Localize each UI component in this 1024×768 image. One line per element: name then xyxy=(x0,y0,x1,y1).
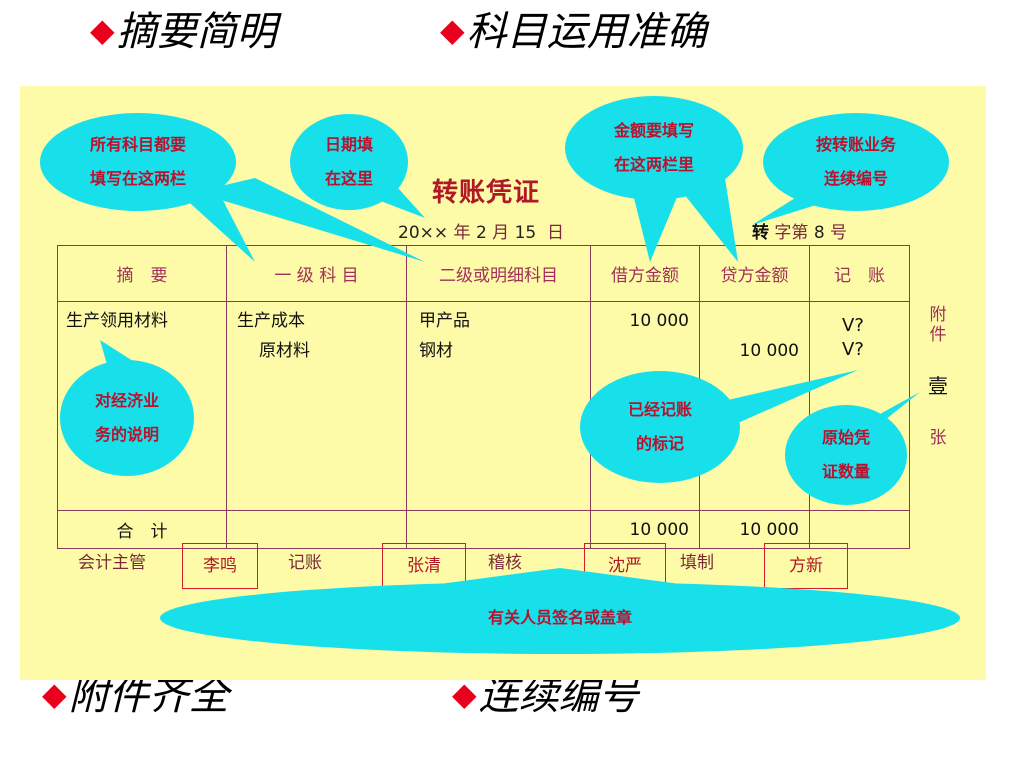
diamond-bullet-icon: ◆ xyxy=(90,11,115,49)
callout-amount: 金额要填写 在这两栏里 xyxy=(565,96,743,200)
callout-date: 日期填 在这里 xyxy=(290,114,408,210)
callout-numbering: 按转账业务 连续编号 xyxy=(763,113,949,211)
callout-text: 对经济业 xyxy=(94,391,159,410)
callout-attachments: 原始凭 证数量 xyxy=(785,405,907,505)
callout-text: 金额要填写 xyxy=(613,121,694,140)
callout-text: 填写在这两栏 xyxy=(89,169,186,188)
diamond-bullet-icon: ◆ xyxy=(440,11,465,49)
diamond-bullet-icon: ◆ xyxy=(42,675,67,713)
heading-text: 摘要简明 xyxy=(116,9,277,55)
date-year: 20×× xyxy=(398,223,449,243)
callout-text: 已经记账 xyxy=(627,400,692,419)
callout-accounts: 所有科目都要 填写在这两栏 xyxy=(40,113,236,211)
posted-checkmark: V? xyxy=(842,315,864,336)
heading-text: 连续编号 xyxy=(478,673,639,719)
date-year-label: 年 xyxy=(453,223,471,243)
signature-role-label: 会计主管 xyxy=(78,553,146,573)
callout-tail xyxy=(632,190,680,262)
empty-cell xyxy=(406,510,591,549)
callout-text: 按转账业务 xyxy=(815,135,896,154)
diamond-bullet-icon: ◆ xyxy=(452,675,477,713)
callout-text: 所有科目都要 xyxy=(89,135,186,154)
heading-concise-summary: ◆摘要简明 xyxy=(90,12,277,52)
heading-accurate-accounts: ◆科目运用准确 xyxy=(440,12,707,52)
voucher-number: 转 字第 8 号 xyxy=(752,218,847,243)
date-day-label: 日 xyxy=(547,223,565,243)
number-label: 字第 xyxy=(774,223,809,243)
empty-cell xyxy=(809,510,910,549)
total-debit: 10 000 xyxy=(590,510,700,549)
signature-role-label: 稽核 xyxy=(488,553,522,573)
callout-posted: 已经记账 的标记 xyxy=(580,371,740,483)
signature-name-box: 李鸣 xyxy=(182,543,258,589)
empty-cell xyxy=(226,510,407,549)
heading-text: 科目运用准确 xyxy=(466,9,707,55)
subaccount-name: 钢材 xyxy=(419,341,453,361)
number-prefix: 转 xyxy=(752,223,769,243)
subaccount-name: 甲产品 xyxy=(419,311,470,331)
callout-text: 在这两栏里 xyxy=(613,155,694,174)
callout-summary: 对经济业 务的说明 xyxy=(60,360,194,476)
voucher-date: 20×× 年 2 月 15 日 xyxy=(398,218,564,243)
voucher-title: 转账凭证 xyxy=(432,178,541,208)
callout-text: 原始凭 xyxy=(821,428,870,447)
second-level-account-cell: 甲产品 钢材 xyxy=(406,301,591,511)
summary-text: 生产领用材料 xyxy=(66,311,168,331)
callout-text: 在这里 xyxy=(324,169,373,188)
debit-amount: 10 000 xyxy=(629,311,689,331)
callout-signers: 有关人员签名或盖章 xyxy=(160,582,960,654)
column-header: 贷方金额 xyxy=(699,245,810,302)
callout-text: 的标记 xyxy=(635,434,684,453)
callout-tail xyxy=(706,370,858,430)
signature-role-label: 记账 xyxy=(288,553,322,573)
credit-amount: 10 000 xyxy=(739,341,799,361)
callout-tail xyxy=(170,185,255,262)
total-row: 合 计 10 000 10 000 xyxy=(57,510,910,549)
signature-role-label: 填制 xyxy=(680,553,714,573)
table-header-row: 摘 要 一 级 科 目 二级或明细科目 借方金额 贷方金额 记 账 xyxy=(57,245,910,302)
attachment-count: 壹 xyxy=(928,374,948,398)
callout-tail xyxy=(676,178,738,262)
callout-tail xyxy=(195,178,425,262)
column-header: 一 级 科 目 xyxy=(226,245,407,302)
column-header: 摘 要 xyxy=(57,245,227,302)
callout-text: 有关人员签名或盖章 xyxy=(487,608,632,627)
number-suffix: 号 xyxy=(830,223,848,243)
first-level-account-cell: 生产成本 原材料 xyxy=(226,301,407,511)
heading-sequential-numbering: ◆连续编号 xyxy=(452,676,639,716)
attachment-unit: 张 xyxy=(929,428,947,448)
callout-text: 日期填 xyxy=(324,135,373,154)
total-credit: 10 000 xyxy=(699,510,810,549)
date-day: 15 xyxy=(514,223,537,243)
column-header: 借方金额 xyxy=(590,245,700,302)
date-month-label: 月 xyxy=(492,223,510,243)
account-name: 生产成本 xyxy=(237,311,305,331)
signature-name-box: 方新 xyxy=(764,543,848,589)
posted-checkmark: V? xyxy=(842,339,864,360)
date-month: 2 xyxy=(475,223,487,243)
total-label: 合 计 xyxy=(57,510,227,549)
callout-text: 连续编号 xyxy=(823,169,888,188)
column-header: 二级或明细科目 xyxy=(406,245,591,302)
heading-complete-attachments: ◆附件齐全 xyxy=(42,676,229,716)
number-value: 8 xyxy=(813,223,825,243)
callout-text: 证数量 xyxy=(821,462,870,481)
column-header: 记 账 xyxy=(809,245,910,302)
account-name: 原材料 xyxy=(259,341,310,361)
callout-text: 务的说明 xyxy=(94,425,159,444)
heading-text: 附件齐全 xyxy=(68,673,229,719)
attachment-prefix: 附件 xyxy=(929,305,947,345)
